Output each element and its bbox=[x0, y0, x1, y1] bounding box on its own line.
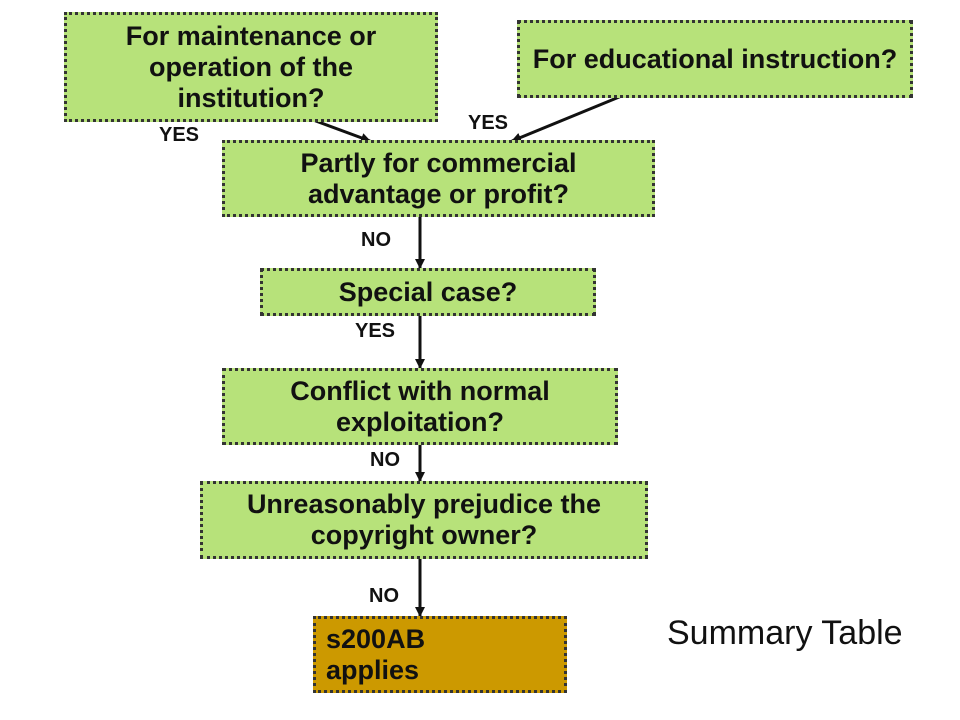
node-special-case: Special case? bbox=[260, 268, 596, 316]
node-prejudice: Unreasonably prejudice the copyright own… bbox=[200, 481, 648, 559]
node-educational-text: For educational instruction? bbox=[532, 43, 898, 74]
node-result: s200AB applies bbox=[313, 616, 567, 693]
node-commercial: Partly for commercial advantage or profi… bbox=[222, 140, 655, 217]
label-no-2: NO bbox=[370, 449, 400, 471]
caption-summary-table: Summary Table bbox=[667, 614, 903, 652]
node-result-line1: s200AB bbox=[326, 623, 426, 654]
node-conflict: Conflict with normal exploitation? bbox=[222, 368, 618, 445]
node-maintenance: For maintenance or operation of the inst… bbox=[64, 12, 438, 122]
node-educational: For educational instruction? bbox=[517, 20, 913, 98]
label-yes-left: YES bbox=[159, 124, 200, 146]
label-yes-2: YES bbox=[355, 320, 396, 342]
node-conflict-text: Conflict with normal exploitation? bbox=[290, 375, 550, 437]
node-maintenance-text: For maintenance or operation of the inst… bbox=[125, 20, 377, 113]
arrow-educational-to-commercial bbox=[511, 93, 625, 143]
node-prejudice-text: Unreasonably prejudice the copyright own… bbox=[246, 489, 602, 550]
node-commercial-text: Partly for commercial advantage or profi… bbox=[300, 147, 577, 209]
label-no-3: NO bbox=[369, 585, 399, 607]
label-yes-right: YES bbox=[468, 112, 509, 134]
node-special-case-text: Special case? bbox=[338, 276, 518, 307]
node-result-text: s200AB applies bbox=[326, 624, 425, 686]
label-no-1: NO bbox=[361, 229, 391, 251]
node-result-line2: applies bbox=[326, 654, 420, 685]
